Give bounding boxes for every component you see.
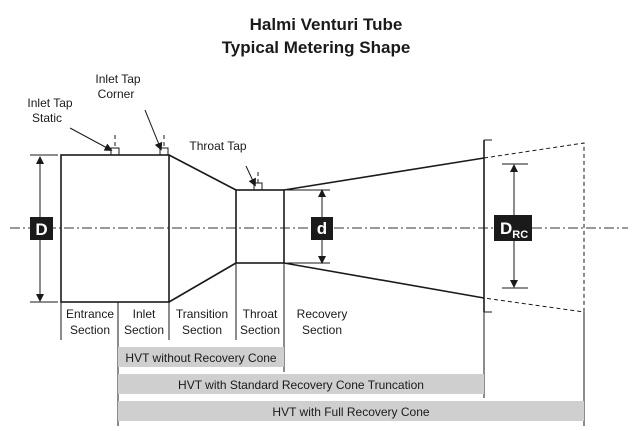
diagram-title-line1: Halmi Venturi Tube xyxy=(250,15,403,34)
throat-section-label-1: Throat xyxy=(243,307,278,321)
inlet-tap-corner-label-1: Inlet Tap xyxy=(95,72,140,86)
bar-without-recovery-cone-label: HVT without Recovery Cone xyxy=(125,351,277,365)
throat-tap-label: Throat Tap xyxy=(189,139,246,153)
entrance-section-label-2: Section xyxy=(70,323,110,337)
bar-without-recovery-cone xyxy=(118,347,284,367)
inlet-tap-static-marker xyxy=(110,147,120,156)
recovery-cone xyxy=(283,157,485,299)
throat-section-label-2: Section xyxy=(240,323,280,337)
full-recovery-cone-outline xyxy=(483,142,585,313)
d-large-label: D xyxy=(35,220,47,239)
transition-section-label-2: Section xyxy=(182,323,222,337)
d-large-badge xyxy=(30,217,53,240)
drc-badge xyxy=(494,215,532,241)
inlet-tap-static-arrow xyxy=(69,127,113,151)
inlet-tap-corner-label-2: Corner xyxy=(98,87,135,101)
inlet-tap-static-label-2: Static xyxy=(32,111,62,125)
bar-standard-truncation-label: HVT with Standard Recovery Cone Truncati… xyxy=(178,378,424,392)
drc-sub-label: RC xyxy=(512,229,528,241)
entrance-section-label-1: Entrance xyxy=(66,307,114,321)
truncation-bracket xyxy=(484,139,492,313)
drc-main-label: D xyxy=(500,219,512,238)
d-throat-badge xyxy=(311,217,333,240)
transition-cone xyxy=(168,154,237,303)
throat-body xyxy=(235,189,285,264)
throat-tap-arrow xyxy=(245,165,256,187)
recovery-section-label-2: Section xyxy=(302,323,342,337)
bar-standard-truncation xyxy=(118,374,484,394)
inlet-tap-corner-arrow xyxy=(144,109,163,151)
bar-full-recovery-cone-label: HVT with Full Recovery Cone xyxy=(272,405,429,419)
throat-tap-marker xyxy=(253,182,263,191)
inlet-section-label-1: Inlet xyxy=(133,307,156,321)
transition-section-label-1: Transition xyxy=(176,307,228,321)
d-throat-label: d xyxy=(317,219,327,238)
inlet-section-label-2: Section xyxy=(124,323,164,337)
inlet-tap-corner-marker xyxy=(159,147,169,156)
inlet-tap-static-label-1: Inlet Tap xyxy=(27,96,72,110)
drc-label: DRC xyxy=(500,219,528,241)
diagram-title-line2: Typical Metering Shape xyxy=(222,38,411,57)
recovery-section-label-1: Recovery xyxy=(297,307,348,321)
bar-full-recovery-cone xyxy=(118,401,584,421)
